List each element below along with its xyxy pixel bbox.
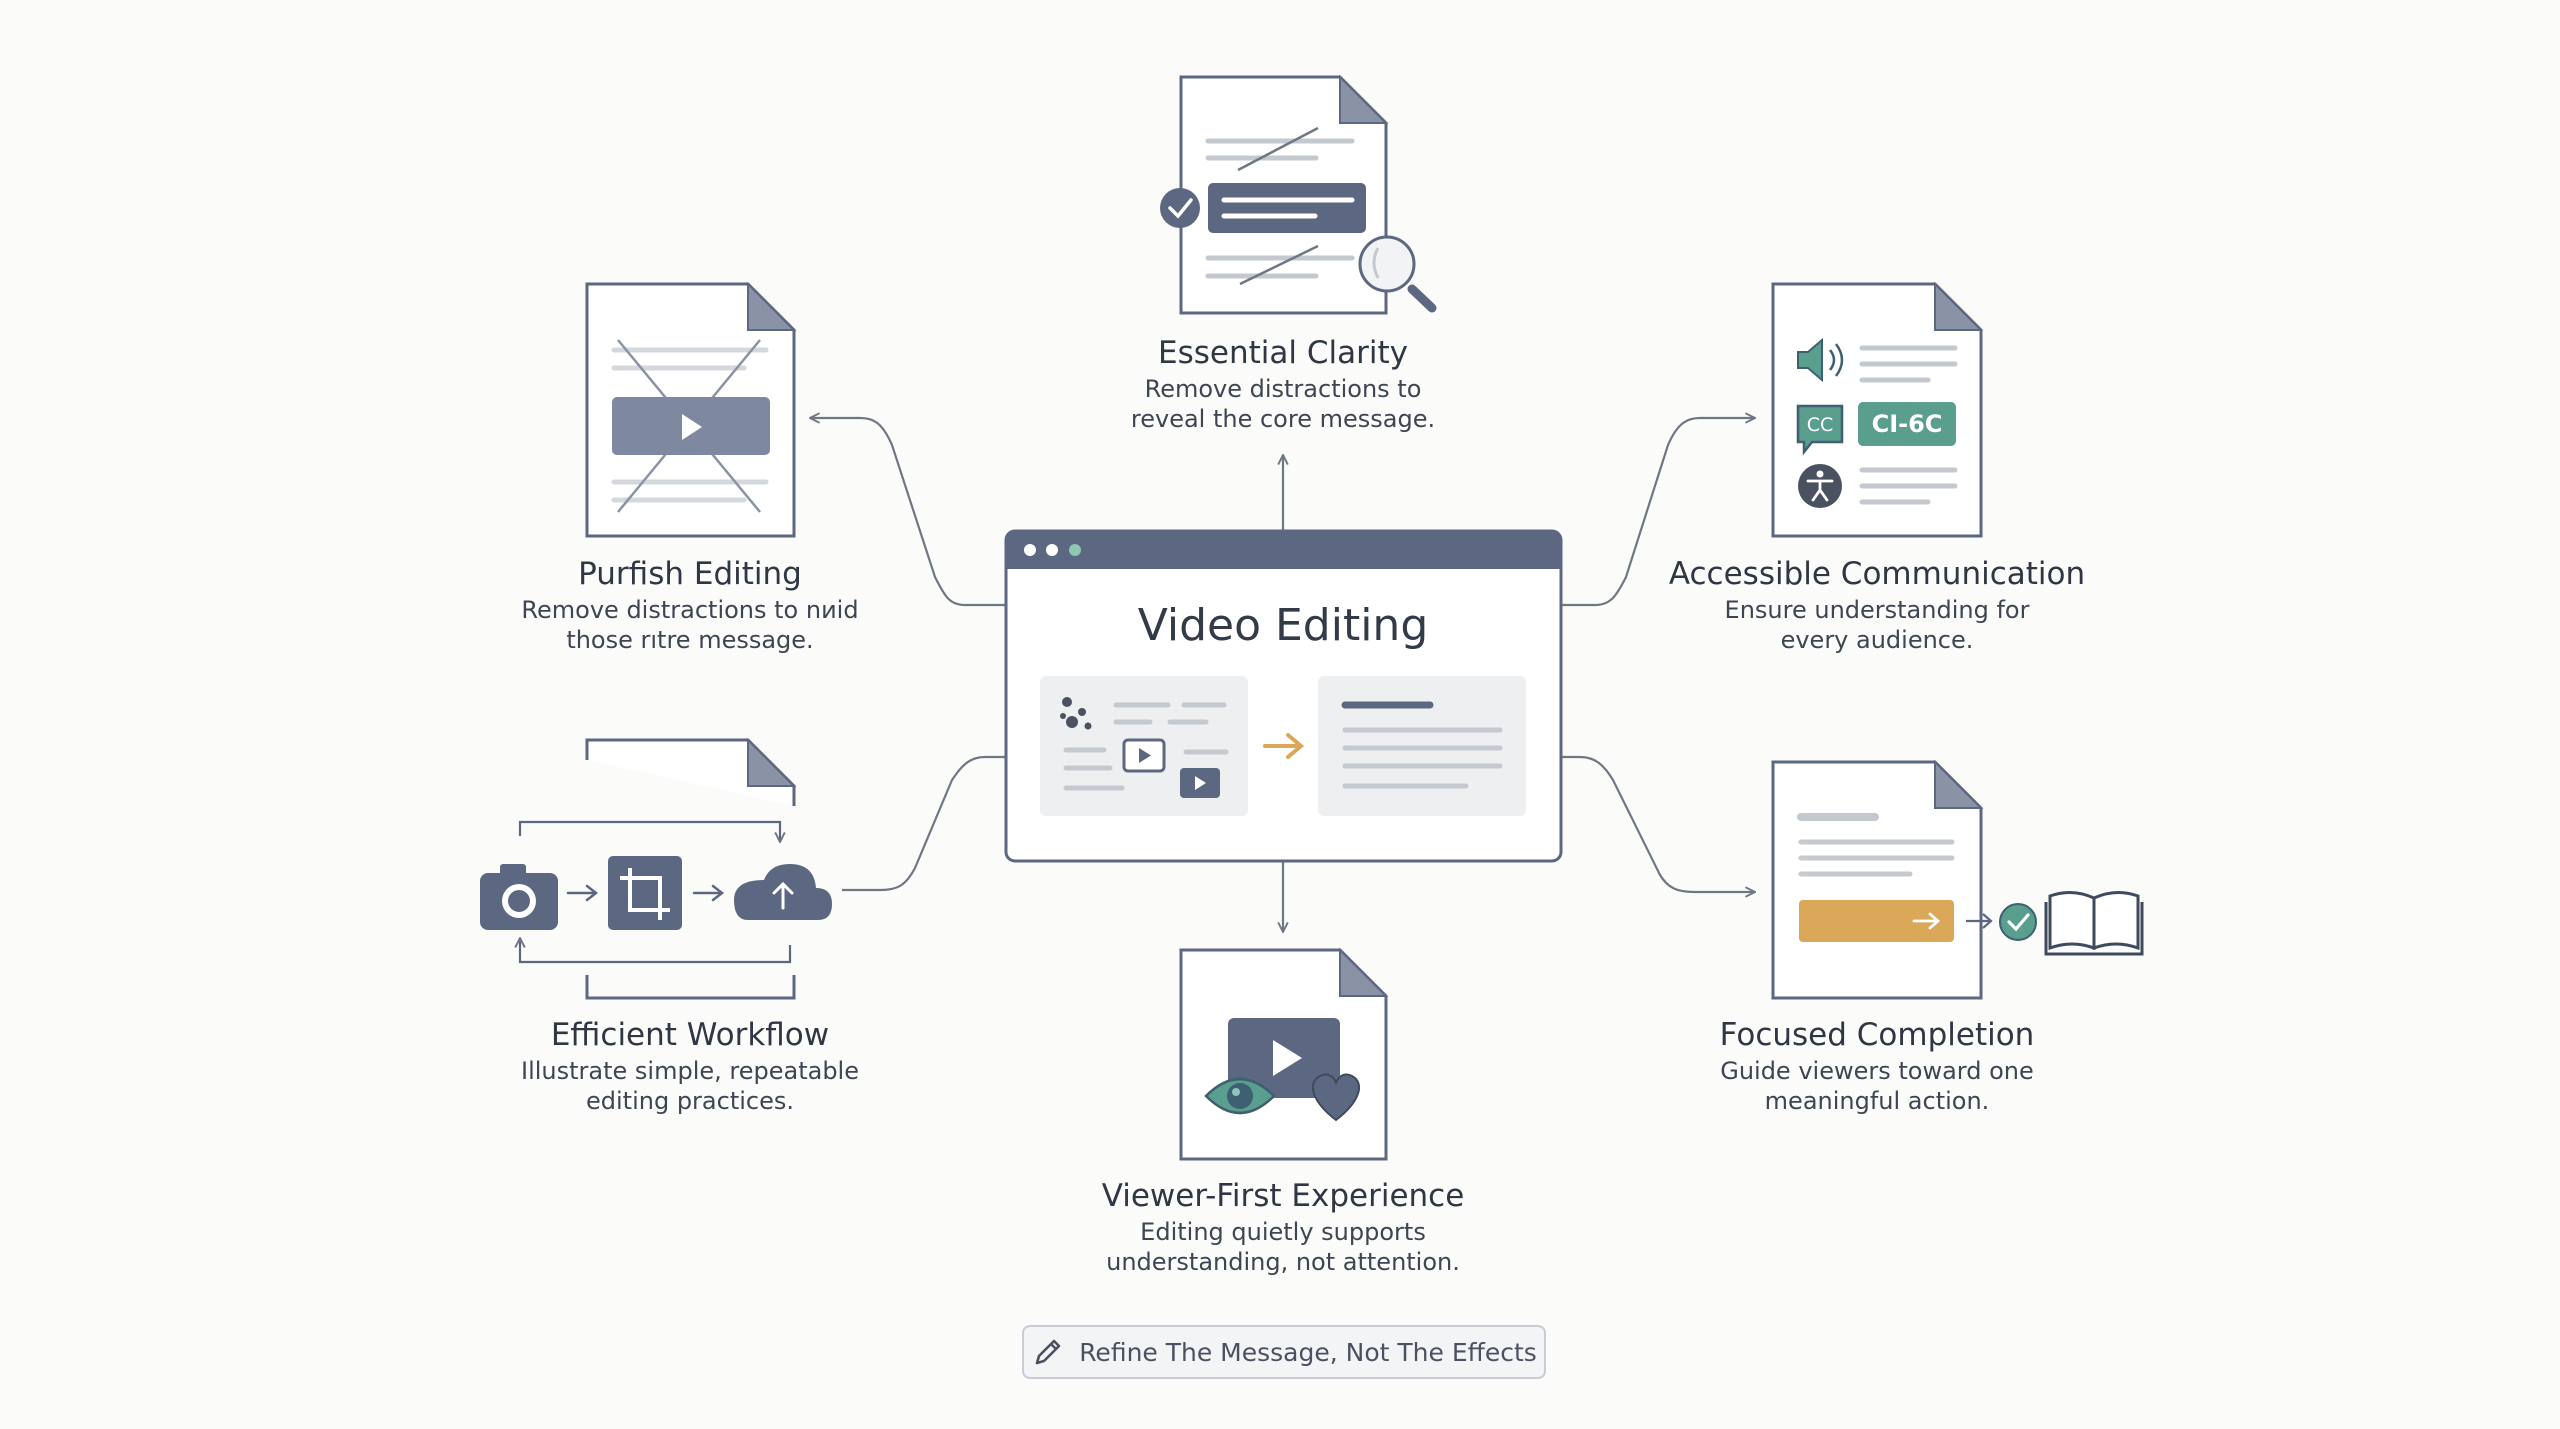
focused-completion-title: Focused Completion (1719, 1017, 2035, 1053)
essential-clarity-document-icon (1160, 74, 1437, 315)
crop-icon (608, 856, 682, 930)
svg-text:CI-6C: CI-6C (1872, 410, 1943, 438)
essential-clarity-desc-line2: reveal the core message. (1130, 405, 1436, 433)
svg-text:CC: CC (1807, 414, 1834, 436)
heart-icon (1312, 1073, 1360, 1122)
accessibility-icon (1798, 464, 1842, 508)
focused-completion-document-icon (1771, 759, 2144, 1000)
window-titlebar (1006, 531, 1561, 569)
check-circle-icon (1999, 903, 2037, 941)
purfish-editing-label: Purfish Editing Remove distractions to n… (410, 553, 970, 655)
window-dot-1 (1024, 544, 1036, 556)
connector-to-focused-completion (1561, 755, 1755, 892)
accessible-communication-desc-line2: every audience. (1780, 626, 1974, 654)
tagline-text: Refine The Message, Not The Effects (1079, 1337, 1537, 1367)
essential-clarity-title: Essential Clarity (1158, 335, 1408, 371)
connector-to-accessible-communication (1561, 418, 1755, 607)
sparkle-icon (1060, 697, 1092, 730)
connectors (810, 418, 1755, 932)
viewer-first-desc-line1: Editing quietly supports (1140, 1218, 1426, 1246)
purfish-editing-desc-line1: Remove distractions to nиid (521, 596, 859, 624)
viewer-first-desc-line2: understanding, not attention. (1106, 1248, 1460, 1276)
play-icon (682, 414, 702, 440)
closed-caption-icon: CC (1796, 404, 1844, 456)
efficient-workflow-desc-line1: Illustrate simple, repeatable (521, 1057, 859, 1085)
accessible-communication-title: Accessible Communication (1668, 556, 2086, 592)
eye-icon (1204, 1077, 1276, 1115)
essential-clarity-desc-line1: Remove distractions to (1144, 375, 1422, 403)
viewer-first-document-icon (1179, 947, 1389, 1161)
purfish-editing-document-icon (585, 281, 797, 538)
purfish-editing-desc-line2: those rıtre message. (566, 626, 814, 654)
clip-play-icon-2 (1180, 768, 1220, 798)
connector-to-efficient-workflow (842, 755, 1005, 892)
tagline-badge: Refine The Message, Not The Effects (1022, 1325, 1546, 1379)
essential-clarity-label: Essential Clarity Remove distractions to… (1003, 332, 1563, 434)
clip-play-icon-1 (1122, 738, 1166, 773)
camera-icon (480, 864, 558, 930)
accessible-communication-desc-line1: Ensure understanding for (1724, 596, 2030, 624)
focused-completion-desc-line2: meaningful action. (1764, 1087, 1990, 1115)
efficient-workflow-label: Efficient Workflow Illustrate simple, re… (410, 1014, 970, 1116)
magnifier-icon (1358, 235, 1437, 313)
accessible-communication-label: Accessible Communication Ensure understa… (1597, 553, 2157, 655)
purfish-editing-title: Purfish Editing (578, 556, 802, 592)
center-title: Video Editing (1138, 600, 1429, 651)
arrow-right-icon (1912, 912, 1941, 930)
viewer-first-label: Viewer-First Experience Editing quietly … (1003, 1175, 1563, 1277)
viewer-first-title: Viewer-First Experience (1101, 1178, 1465, 1214)
call-to-action-bar (1799, 900, 1954, 942)
caption-badge: CI-6C (1858, 402, 1956, 446)
efficient-workflow-icon (480, 737, 832, 1000)
connector-to-purfish-editing (810, 418, 1005, 607)
check-circle-icon (1160, 188, 1200, 228)
accessible-communication-document-icon: CC CI-6C (1771, 281, 1984, 538)
efficient-workflow-title: Efficient Workflow (550, 1017, 830, 1053)
focused-completion-desc-line1: Guide viewers toward one (1720, 1057, 2034, 1085)
open-book-icon (2044, 891, 2144, 956)
efficient-workflow-desc-line2: editing practices. (586, 1087, 794, 1115)
center-window: Video Editing (1004, 529, 1563, 863)
cloud-upload-icon (734, 864, 832, 920)
window-dot-3 (1069, 544, 1081, 556)
speaker-icon (1797, 337, 1844, 383)
pencil-icon (1035, 1339, 1061, 1365)
focused-completion-label: Focused Completion Guide viewers toward … (1597, 1014, 2157, 1116)
window-dot-2 (1046, 544, 1058, 556)
transform-arrow-icon (1263, 733, 1305, 759)
